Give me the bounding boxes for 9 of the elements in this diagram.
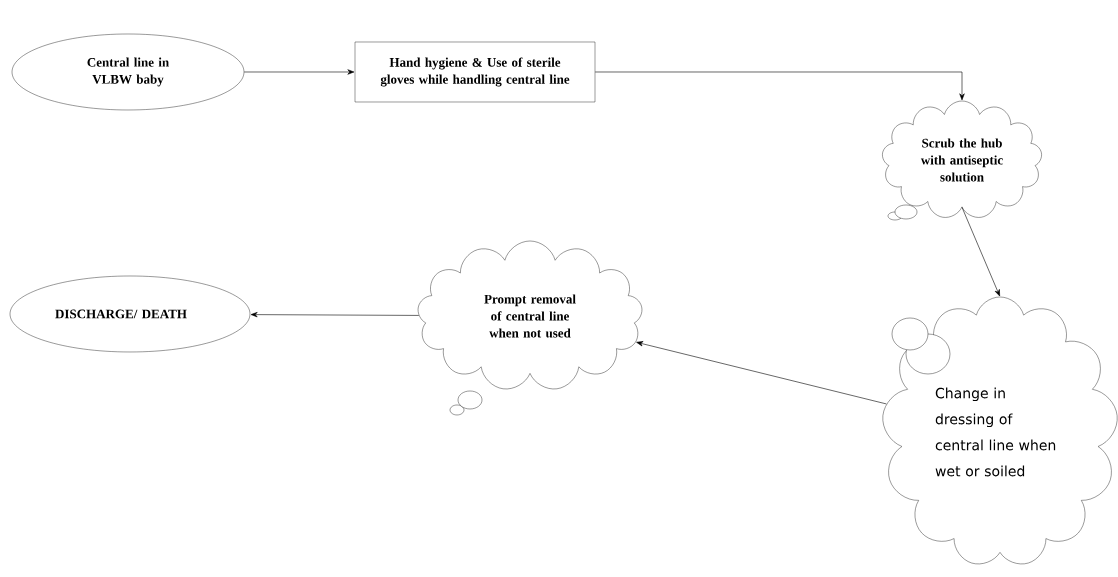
thought-cloud: Scrub the hub with antiseptic solution <box>882 100 1042 218</box>
arrow <box>243 69 355 75</box>
thought-cloud: Change in dressing of central line when wet or soiled <box>882 296 1118 565</box>
arrow <box>636 341 887 405</box>
thought-cloud: Prompt removal of central line when not used <box>417 240 643 390</box>
arrow <box>961 207 1000 297</box>
process-box: Hand hygiene & Use of sterile gloves while handling central line <box>354 41 596 103</box>
arrow <box>594 71 965 101</box>
arrow <box>250 312 420 318</box>
